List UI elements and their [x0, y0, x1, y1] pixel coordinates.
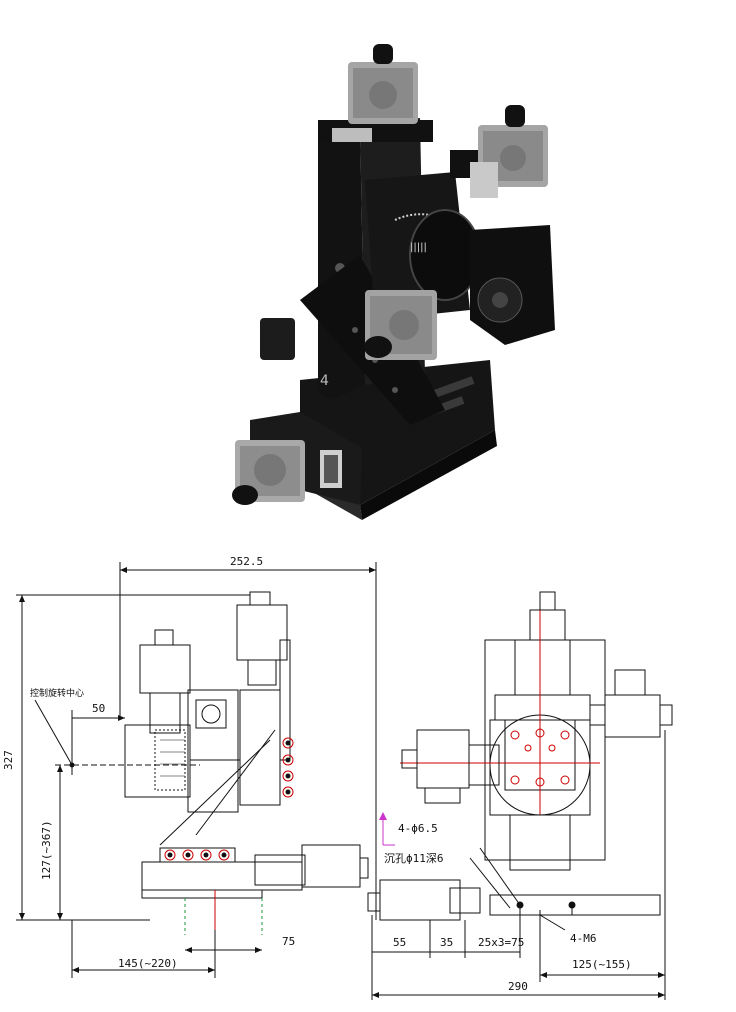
- dim-center-height: [55, 764, 200, 920]
- right-view: [367, 591, 673, 921]
- dim-offset-50: [71, 710, 125, 775]
- label-rotation-center: 控制旋转中心: [30, 687, 84, 699]
- label-thread-spec: 4-M6: [570, 932, 597, 945]
- dim-top-width: [119, 562, 377, 920]
- label-bottom-left: 145(~220): [118, 957, 178, 970]
- label-center-height: 127(~367): [40, 820, 53, 880]
- label-dim-35: 35: [440, 936, 453, 949]
- middle-stepper-motor: [364, 290, 437, 360]
- label-hole-spec-1: 4-ϕ6.5: [398, 822, 438, 835]
- label-dim-55: 55: [393, 936, 406, 949]
- axis-marker: [379, 812, 395, 846]
- dim-right-bottom: [371, 730, 666, 1000]
- bottom-stepper-motor: [232, 440, 342, 505]
- label-overall-width: 290: [508, 980, 528, 993]
- label-right-travel: 125(~155): [572, 958, 632, 971]
- left-red-screws: [164, 737, 294, 861]
- dial-marks: |||||: [410, 242, 427, 253]
- label-top-width: 252.5: [230, 555, 263, 568]
- right-stepper-motor: [470, 105, 548, 198]
- left-view: [124, 591, 369, 935]
- label-left-height: 327: [2, 750, 15, 770]
- label-hole-spec-2: 沉孔ϕ11深6: [384, 852, 444, 865]
- dim-left-height: [16, 594, 250, 921]
- photo-logo-glyph: 4: [320, 373, 329, 389]
- label-offset-50: 50: [92, 702, 105, 715]
- label-dim-pitch: 25x3=75: [478, 936, 524, 949]
- rotation-center-leader: [34, 699, 73, 766]
- dim-bottom-left: [71, 920, 262, 978]
- label-bottom-75: 75: [282, 935, 295, 948]
- left-knob: [260, 318, 295, 360]
- technical-drawing: [16, 562, 673, 1000]
- top-stepper-motor: [332, 44, 418, 142]
- product-photo: ||||| 4: [232, 44, 555, 520]
- rotation-center-point: [69, 762, 75, 768]
